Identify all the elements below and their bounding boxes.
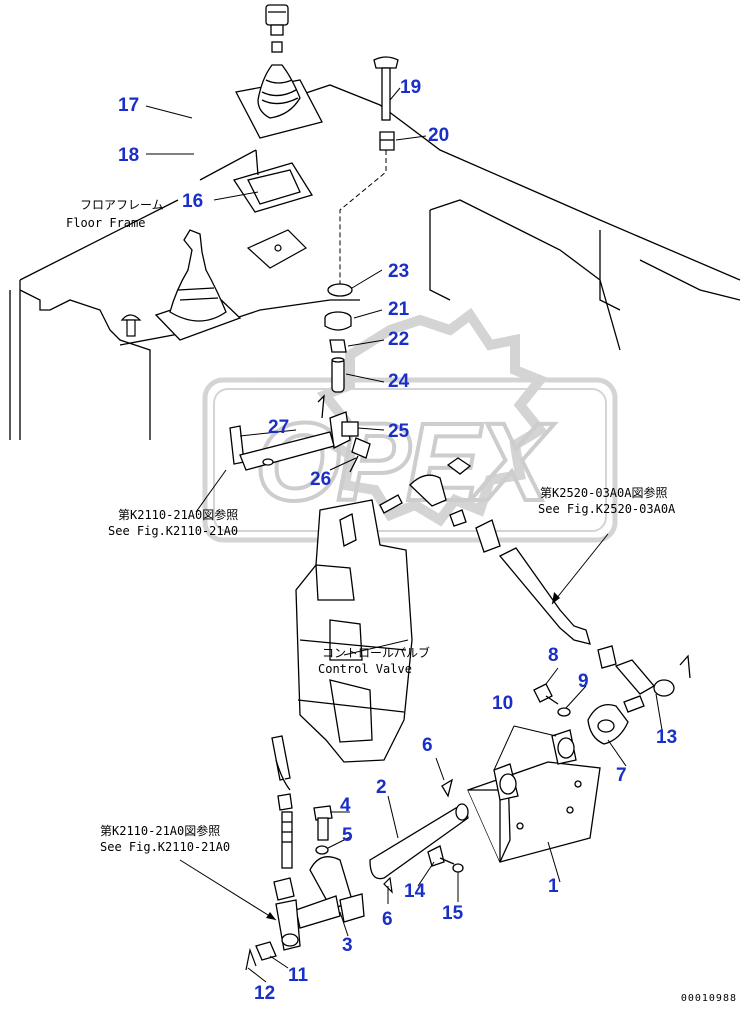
part-7-lever <box>587 695 645 745</box>
note-ref-k2110-bottom-en: See Fig.K2110-21A0 <box>100 840 231 854</box>
callout-27: 27 <box>268 417 290 438</box>
callout-8: 8 <box>548 645 559 666</box>
lever-boot <box>235 64 323 139</box>
callout-1: 1 <box>548 876 559 897</box>
floor-frame <box>9 84 741 440</box>
lever-knob <box>265 4 289 53</box>
note-ref-k2110-bottom-jp: 第K2110-21A0図参照 <box>100 824 221 838</box>
callout-19: 19 <box>400 77 422 98</box>
note-control-valve-en: Control Valve <box>318 662 412 676</box>
joystick-lever <box>154 229 242 341</box>
callout-15: 15 <box>442 903 464 924</box>
part-8-bolt <box>533 683 559 705</box>
callout-12: 12 <box>254 983 276 1004</box>
part-15-washer <box>452 863 464 873</box>
part-13-rod-end <box>597 645 691 697</box>
callout-11: 11 <box>288 965 309 986</box>
callout-2: 2 <box>376 777 387 798</box>
callout-22: 22 <box>388 329 410 350</box>
mushroom-bolt <box>120 314 142 337</box>
callout-4: 4 <box>340 795 351 816</box>
note-floor-frame-en: Floor Frame <box>66 216 146 230</box>
linkage-rod-upper <box>379 457 591 645</box>
callout-13: 13 <box>656 727 678 748</box>
callout-16: 16 <box>182 191 204 212</box>
callout-6-lower: 6 <box>382 909 393 930</box>
part-24-pin <box>331 357 345 393</box>
part-1-bracket <box>467 761 601 863</box>
callout-18: 18 <box>118 145 140 166</box>
part-23-washer <box>327 283 353 297</box>
document-id: 00010988 <box>680 993 737 1004</box>
callout-5: 5 <box>342 825 353 846</box>
part-20-nut <box>379 131 395 151</box>
callout-6-upper: 6 <box>422 735 433 756</box>
callout-9: 9 <box>578 671 589 692</box>
note-floor-frame-jp: フロアフレーム <box>80 198 164 212</box>
note-ref-k2110-top-en: See Fig.K2110-21A0 <box>108 524 239 538</box>
callout-21: 21 <box>388 299 410 320</box>
part-19-bolt <box>373 56 399 121</box>
control-valve <box>295 499 413 763</box>
callout-14: 14 <box>404 881 426 902</box>
callout-24: 24 <box>388 371 410 392</box>
part-26-bolt <box>349 437 371 473</box>
part-16-plate <box>199 149 314 213</box>
part-9-washer <box>557 707 571 717</box>
callout-20: 20 <box>428 125 450 146</box>
part-21-nut <box>324 311 352 331</box>
watermark-text: OPEX <box>255 401 554 524</box>
part-10-bushings <box>493 729 577 801</box>
part-22-nut <box>329 339 347 353</box>
note-ref-k2520-en: See Fig.K2520-03A0A <box>538 502 676 516</box>
part-14-bolt <box>427 845 455 867</box>
callout-10: 10 <box>492 693 514 714</box>
note-control-valve-jp: コントロールバルブ <box>322 646 431 660</box>
callout-25: 25 <box>388 421 410 442</box>
callout-26: 26 <box>310 469 332 490</box>
part-11-nut <box>255 941 277 961</box>
note-ref-k2110-top-jp: 第K2110-21A0図参照 <box>118 508 239 522</box>
gasket-plate <box>246 229 307 269</box>
part-25-clamp <box>329 411 359 449</box>
leader-lines <box>145 87 663 983</box>
part-5-washer <box>315 845 329 855</box>
note-ref-k2520-jp: 第K2520-03A0A図参照 <box>540 486 668 500</box>
part-2-shaft <box>369 778 469 880</box>
leader-arrows <box>266 592 560 920</box>
part-12-pin <box>245 947 257 971</box>
callout-7: 7 <box>616 765 627 786</box>
watermark: OPEX <box>202 307 618 543</box>
vertical-linkage <box>271 735 301 951</box>
leader-19-20 <box>339 150 387 290</box>
part-4-bolt <box>313 805 333 841</box>
callout-23: 23 <box>388 261 410 282</box>
callout-3: 3 <box>342 935 353 956</box>
callout-17: 17 <box>118 95 140 116</box>
part-3-lever <box>295 856 365 929</box>
